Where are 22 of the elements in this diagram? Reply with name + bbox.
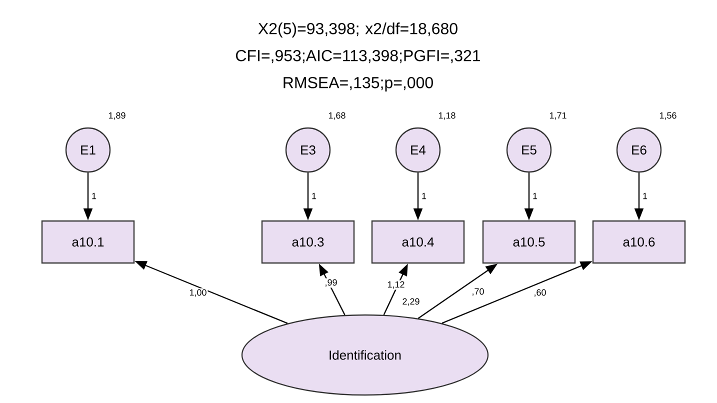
edge-label: ,99 bbox=[324, 278, 338, 288]
edge-label: ,60 bbox=[532, 288, 548, 298]
variance-label: 2,29 bbox=[402, 298, 420, 306]
variance-label: 1,18 bbox=[438, 112, 456, 120]
title: X2(5)=93,398; x2/df=18,680 CFI=,953;AIC=113,398;PGFI=,321 RMSEA=,135;p=,000 bbox=[236, 22, 480, 92]
variable-box: a10.1 bbox=[41, 220, 135, 264]
variance-label: 1,56 bbox=[660, 112, 676, 120]
variance-label: 1,89 bbox=[108, 112, 126, 120]
variable-box: a10.4 bbox=[371, 220, 465, 264]
variable-box: a10.3 bbox=[261, 220, 355, 264]
variance-label: 1,68 bbox=[328, 112, 346, 120]
edge-label: 1 bbox=[642, 192, 648, 200]
variable-box: a10.5 bbox=[482, 220, 576, 264]
edge-label: 1 bbox=[420, 192, 428, 200]
variance-label: 1,71 bbox=[550, 112, 566, 120]
edge-label: 1 bbox=[90, 192, 98, 200]
edge-label: 1,12 bbox=[386, 280, 406, 290]
edge-label: ,70 bbox=[470, 287, 486, 297]
edge-label: 1 bbox=[310, 192, 318, 200]
edge-label: 1,00 bbox=[188, 288, 208, 298]
variable-box: a10.6 bbox=[592, 220, 686, 264]
edge-label: 1 bbox=[532, 192, 538, 200]
